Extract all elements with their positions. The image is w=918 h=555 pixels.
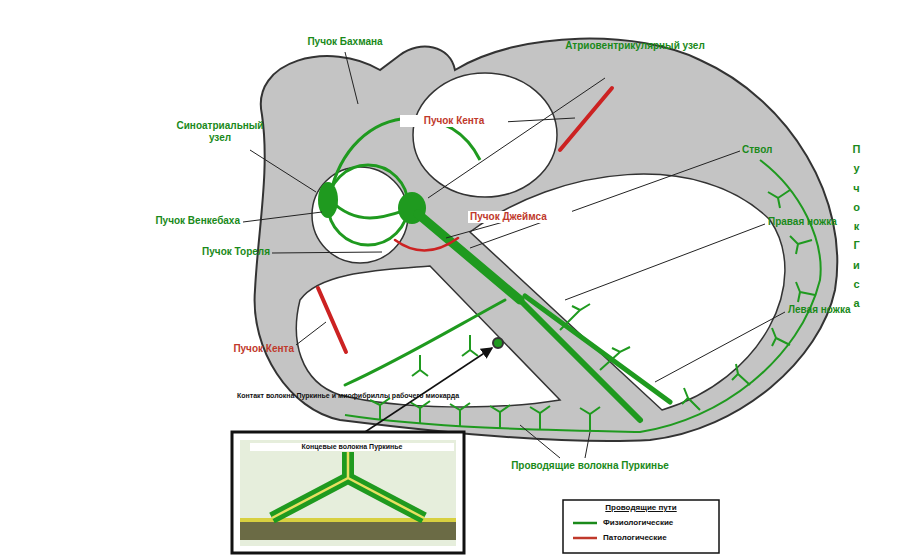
legend-text: Физиологические	[603, 518, 673, 527]
his-bundle	[345, 214, 670, 420]
part-label: Пучок Бахмана	[300, 36, 390, 48]
part-label: Пучок Венкебаха	[120, 215, 240, 227]
myofibril	[240, 522, 456, 540]
inset-frame	[232, 432, 464, 553]
purkinje-core	[272, 452, 424, 518]
part-label: Пучок Кента	[400, 115, 508, 127]
inset-ground	[240, 440, 456, 546]
part-label: Проводящие волокна Пуркинье	[500, 460, 680, 472]
legend-line-sample	[572, 534, 598, 542]
heart-wall	[255, 39, 838, 441]
part-label: Контакт волокна Пуркинье и миофибриллы р…	[228, 392, 468, 400]
part-label: Пучок Тореля	[150, 246, 270, 258]
part-label: Концевые волокна Пуркинье	[250, 443, 454, 451]
right-ventricle	[296, 266, 560, 407]
legend-row: Физиологические	[572, 518, 673, 527]
part-label: Синоатриальный узел	[170, 120, 270, 143]
legend-line-sample	[572, 519, 598, 527]
legend-row: Патологические	[572, 533, 667, 542]
purkinje-terminal	[272, 452, 424, 518]
part-label: Пучок Гиса	[851, 140, 862, 313]
legend-text: Патологические	[603, 533, 667, 542]
part-label: Ствол	[742, 144, 802, 156]
part-label: Атриовентрикулярный узел	[560, 40, 710, 52]
purkinje-fibres	[345, 160, 821, 432]
part-label: Пучок Джеймса	[468, 211, 572, 223]
legend-frame	[563, 500, 719, 553]
accessory-pathways	[318, 88, 612, 352]
left-atrium	[413, 73, 557, 197]
part-label: Пучок Кента	[200, 343, 294, 355]
part-label: Правая ножка	[768, 216, 868, 228]
inset-arrow	[365, 348, 492, 432]
legend-title: Проводящие пути	[566, 503, 716, 512]
internodal-tracts	[328, 118, 480, 245]
part-label: Левая ножка	[788, 304, 888, 316]
